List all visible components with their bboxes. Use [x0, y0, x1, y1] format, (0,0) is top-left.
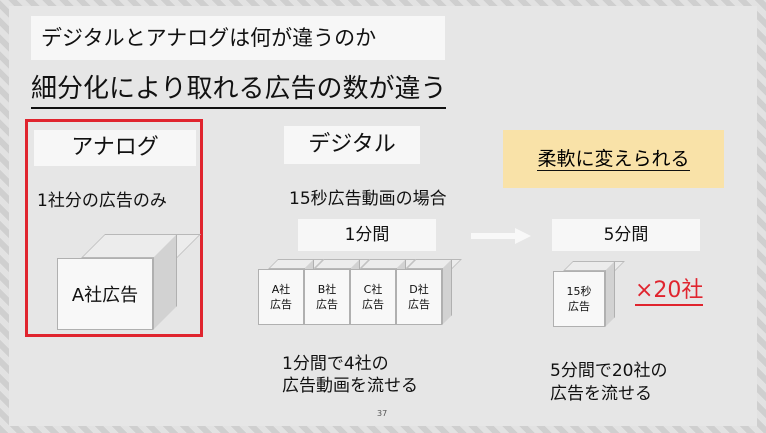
- flexible-duration-box: 5分間: [552, 219, 700, 251]
- flexible-cube-line2: 広告: [568, 300, 590, 313]
- digital-cube-a-line2: 広告: [270, 298, 292, 311]
- analog-description: 1社分の広告のみ: [37, 191, 167, 211]
- flexible-cube-line1: 15秒: [566, 285, 592, 298]
- analog-ad-cube: A社広告: [57, 234, 201, 330]
- digital-cube-d-line2: 広告: [408, 298, 430, 311]
- flexible-note-line1: 5分間で20社の: [550, 361, 668, 381]
- digital-cube-b-line2: 広告: [316, 298, 338, 311]
- slide-subtitle: 細分化により取れる広告の数が違う: [31, 72, 447, 109]
- analog-highlight-frame: [25, 119, 203, 337]
- analog-label: アナログ: [34, 130, 196, 166]
- digital-cube-c-line1: C社: [363, 283, 383, 296]
- slide-title: デジタルとアナログは何が違うのか: [31, 16, 445, 60]
- flexible-label-box: 柔軟に変えられる: [503, 130, 724, 188]
- flexible-ad-cube: 15秒 広告: [553, 261, 625, 327]
- right-arrow-icon: [471, 228, 531, 244]
- multiplier-text: ×20社: [635, 278, 704, 306]
- digital-description: 15秒広告動画の場合: [289, 189, 447, 209]
- digital-cube-d: D社 広告: [396, 259, 462, 325]
- digital-cube-b-line1: B社: [317, 283, 337, 296]
- digital-note-line2: 広告動画を流せる: [282, 376, 418, 396]
- digital-cube-c-line2: 広告: [362, 298, 384, 311]
- analog-cube-label: A社広告: [57, 258, 153, 330]
- digital-cube-d-line1: D社: [409, 283, 429, 296]
- slide: デジタルとアナログは何が違うのか 細分化により取れる広告の数が違う アナログ 1…: [9, 6, 757, 426]
- digital-note-line1: 1分間で4社の: [282, 354, 389, 374]
- digital-cube-row: A社 広告 B社 広告 C社 広告 D社 広告: [258, 259, 462, 327]
- flexible-label: 柔軟に変えられる: [537, 148, 690, 171]
- page-number: 37: [377, 409, 388, 418]
- digital-duration-box: 1分間: [298, 219, 436, 251]
- digital-label: デジタル: [284, 126, 420, 164]
- digital-cube-a-line1: A社: [271, 283, 291, 296]
- flexible-note-line2: 広告を流せる: [550, 384, 652, 404]
